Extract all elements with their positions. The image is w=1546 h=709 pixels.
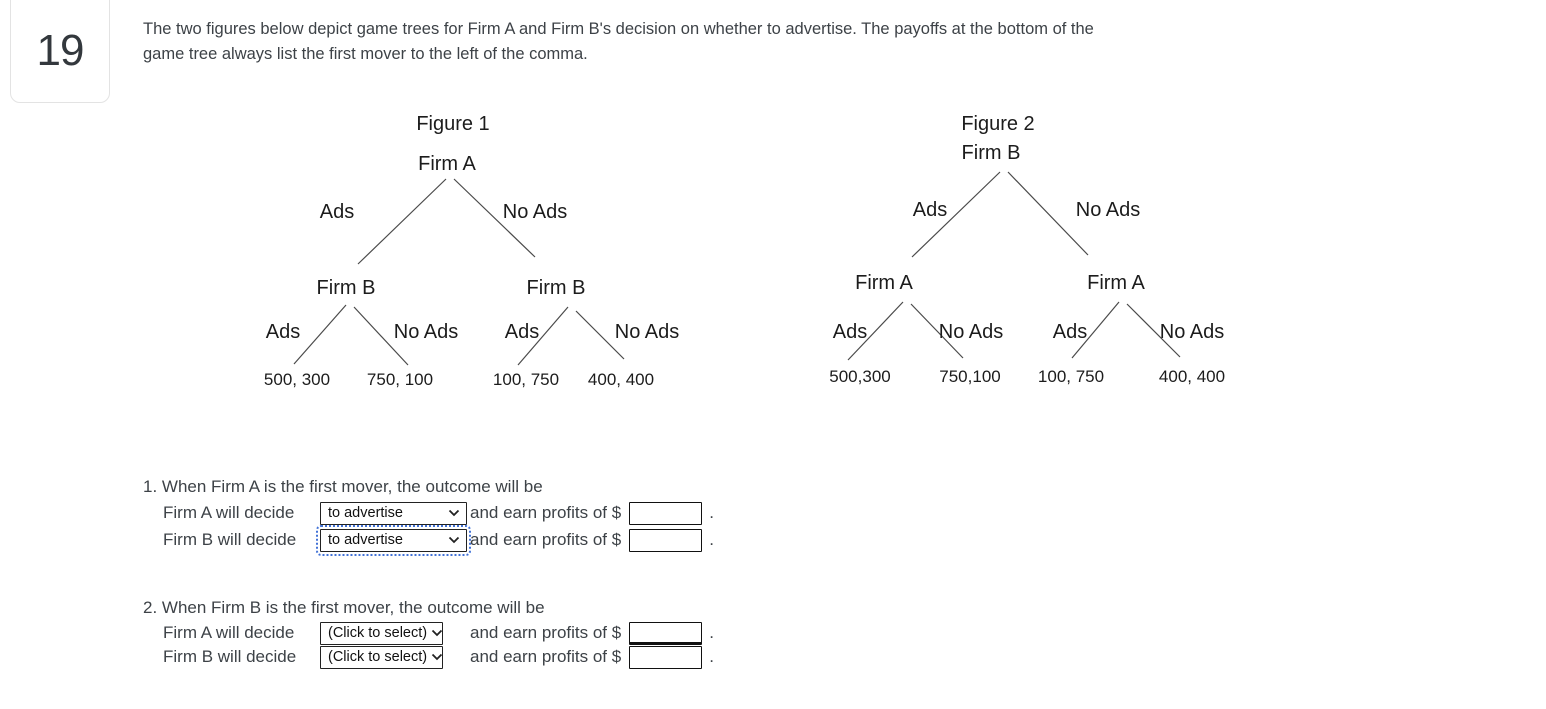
- prompt-line-1: The two figures below depict game trees …: [143, 20, 1094, 38]
- figure2-root-node: Firm B: [961, 142, 1021, 164]
- figure2-payoff-rr: 400, 400: [1158, 367, 1226, 386]
- figure1-title: Figure 1: [416, 113, 490, 135]
- figure2-branch-left-label: Ads: [912, 199, 948, 221]
- q2-firm-a-label: Firm A will decide: [163, 623, 295, 642]
- q2-row-firm-a: Firm A will decide (Click to select) and…: [163, 621, 714, 645]
- figure1-game-tree: Figure 1 Firm A Ads No Ads Firm B Firm B…: [250, 105, 680, 400]
- figure1-branch-right-label: No Ads: [502, 201, 568, 223]
- figure1-branch-ll-label: Ads: [265, 321, 301, 343]
- figure2-branch-ll-label: Ads: [832, 321, 868, 343]
- q1-firm-b-period: .: [709, 530, 714, 549]
- figure2-payoff-rl: 100, 750: [1037, 367, 1105, 386]
- q2-firm-b-decision-select[interactable]: (Click to select): [320, 645, 443, 669]
- q1-firm-b-decision-select[interactable]: to advertise: [316, 524, 471, 556]
- figure2-branch-lr-label: No Ads: [938, 321, 1004, 343]
- q1-firm-a-decision-select[interactable]: to advertise: [320, 501, 467, 525]
- figure1-payoff-ll: 500, 300: [263, 370, 331, 389]
- figure1-branch-rr-label: No Ads: [614, 321, 680, 343]
- figure2-game-tree: Figure 2 Firm B Ads No Ads Firm A Firm A…: [810, 105, 1250, 400]
- figure1-payoff-rr: 400, 400: [587, 370, 655, 389]
- q1-firm-a-label: Firm A will decide: [163, 503, 295, 522]
- q1-firm-b-profit-input[interactable]: [629, 528, 703, 552]
- q2-firm-a-select-value: (Click to select): [328, 625, 428, 641]
- q2-firm-b-label: Firm B will decide: [163, 647, 297, 666]
- figure1-branch-lr-label: No Ads: [393, 321, 459, 343]
- q1-row-firm-a: Firm A will decide to advertise and earn…: [163, 501, 714, 525]
- figure1-left-node: Firm B: [316, 277, 376, 299]
- figure2-branch-right-label: No Ads: [1075, 199, 1141, 221]
- prompt-line-2: game tree always list the first mover to…: [143, 44, 588, 63]
- q1-firm-b-label: Firm B will decide: [163, 530, 297, 549]
- q2-firm-a-profit-input[interactable]: [629, 621, 703, 645]
- figure2-right-node: Firm A: [1087, 272, 1145, 294]
- q2-firm-b-profit-input[interactable]: [629, 645, 703, 669]
- chevron-down-icon: [431, 653, 443, 661]
- q2-firm-b-period: .: [709, 647, 714, 666]
- q1-heading: 1. When Firm A is the first mover, the o…: [143, 477, 543, 496]
- question-prompt: The two figures below depict game trees …: [143, 17, 1323, 66]
- q1-firm-b-suffix: and earn profits of $: [470, 530, 622, 549]
- sub-question-2: 2. When Firm B is the first mover, the o…: [143, 598, 803, 688]
- question-number: 19: [36, 25, 85, 75]
- q1-firm-a-select-value: to advertise: [328, 505, 403, 521]
- figure1-branch-lines: [293, 178, 625, 366]
- q2-firm-b-suffix: and earn profits of $: [470, 647, 622, 666]
- figure2-branch-lines: [847, 171, 1181, 361]
- figure2-left-node: Firm A: [855, 272, 913, 294]
- sub-question-1: 1. When Firm A is the first mover, the o…: [143, 477, 803, 567]
- chevron-down-icon: [448, 509, 460, 517]
- chevron-down-icon: [431, 629, 443, 637]
- q1-firm-a-suffix: and earn profits of $: [470, 503, 622, 522]
- figure1-branch-rl-label: Ads: [504, 321, 540, 343]
- figure2-branch-rr-label: No Ads: [1159, 321, 1225, 343]
- q2-firm-a-suffix: and earn profits of $: [470, 623, 622, 642]
- figure2-title: Figure 2: [961, 113, 1035, 135]
- figure1-right-node: Firm B: [526, 277, 586, 299]
- q1-firm-a-profit-input[interactable]: [629, 501, 703, 525]
- figure1-payoff-lr: 750, 100: [366, 370, 434, 389]
- q1-firm-b-select-value: to advertise: [328, 532, 403, 548]
- q1-firm-a-period: .: [709, 503, 714, 522]
- q2-firm-b-select-value: (Click to select): [328, 649, 428, 665]
- q2-heading: 2. When Firm B is the first mover, the o…: [143, 598, 545, 617]
- figure1-root-node: Firm A: [418, 153, 476, 175]
- figure1-branch-left-label: Ads: [319, 201, 355, 223]
- chevron-down-icon: [448, 536, 460, 544]
- figure2-branch-rl-label: Ads: [1052, 321, 1088, 343]
- figure1-payoff-rl: 100, 750: [492, 370, 560, 389]
- figure2-payoff-ll: 500,300: [829, 367, 891, 386]
- q2-row-firm-b: Firm B will decide (Click to select) and…: [163, 645, 714, 669]
- figure2-payoff-lr: 750,100: [939, 367, 1001, 386]
- q2-firm-a-period: .: [709, 623, 714, 642]
- q1-row-firm-b: Firm B will decide to advertise and earn…: [163, 524, 714, 556]
- question-number-card: 19: [10, 0, 110, 103]
- q2-firm-a-decision-select[interactable]: (Click to select): [320, 621, 443, 645]
